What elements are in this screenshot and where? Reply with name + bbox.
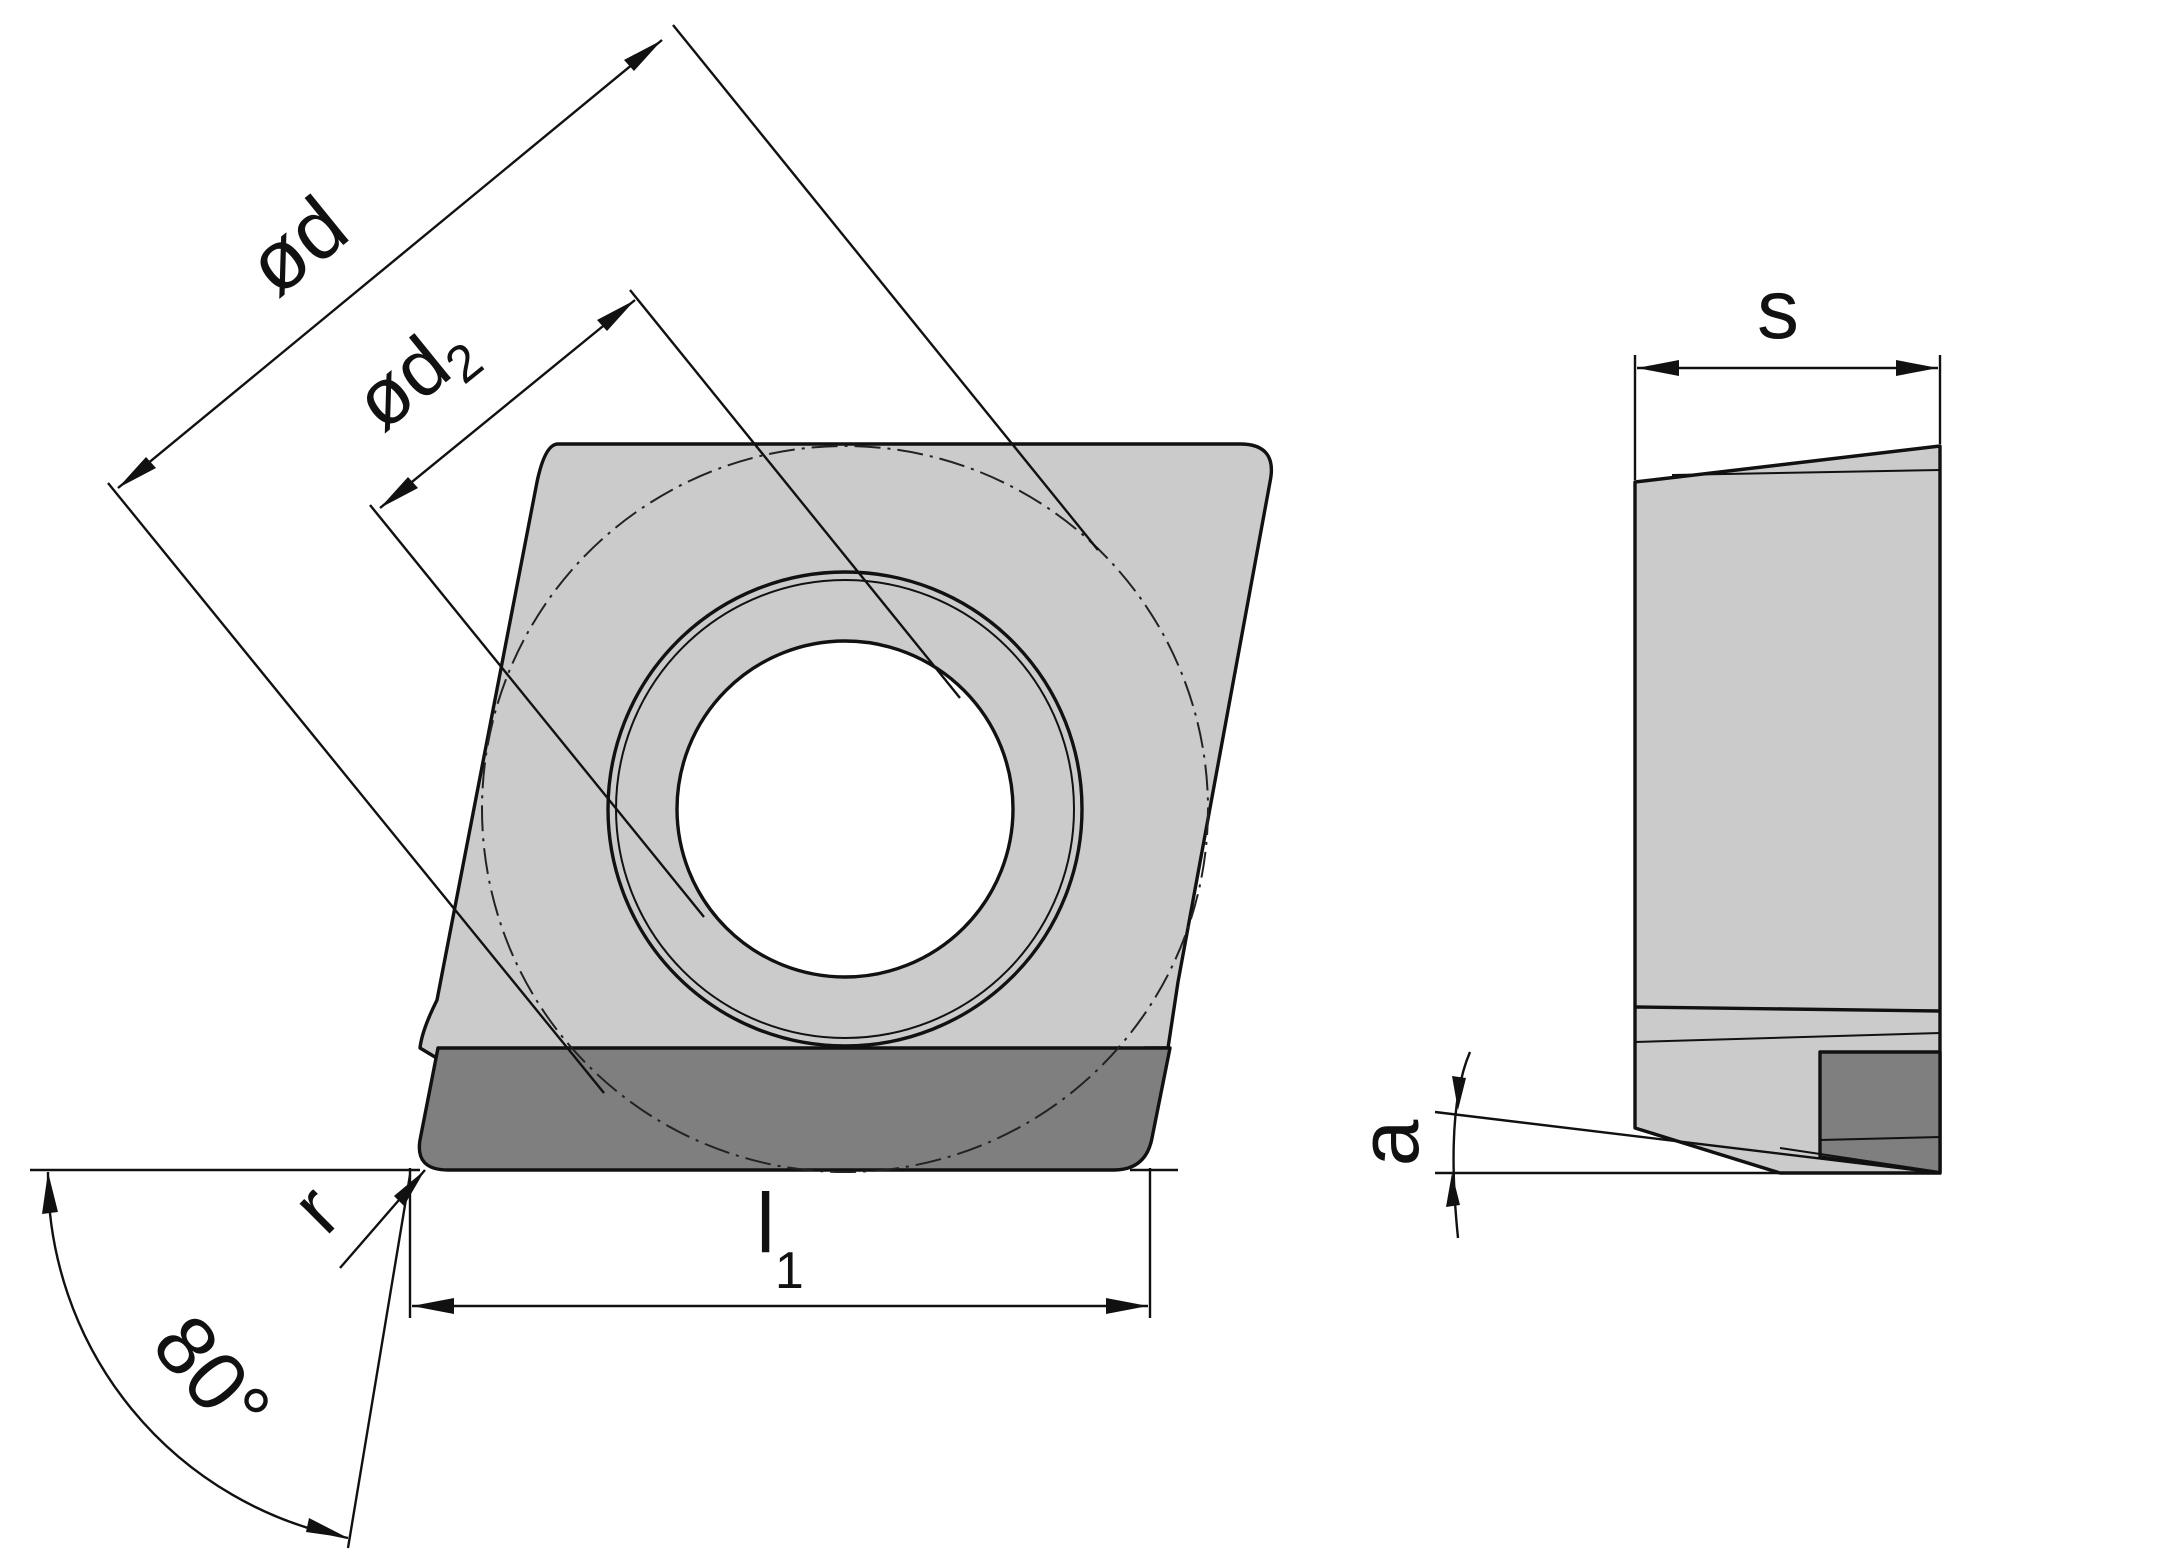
- thickness-label: s: [1757, 262, 1799, 356]
- dimension-clearance-angle: [1434, 1051, 1941, 1239]
- clearance-angle-label: a: [1342, 1119, 1436, 1166]
- dimension-s: [1633, 355, 1942, 480]
- corner-angle-label: 80°: [135, 1297, 289, 1455]
- cutting-tip: [417, 1046, 1172, 1172]
- diameter-d-label: ød: [229, 178, 364, 313]
- diameter-d2-main: ød: [337, 319, 466, 447]
- corner-radius-label: r: [275, 1168, 357, 1250]
- side-braze-line-mid: [1634, 1032, 1941, 1043]
- front-view: [417, 442, 1273, 1173]
- length-l1-label: l1: [756, 1176, 804, 1300]
- side-braze-line-upper: [1634, 1005, 1941, 1013]
- side-cutting-tip: [1818, 1050, 1942, 1175]
- dimension-angle-80: [30, 1168, 420, 1549]
- dimension-d: [107, 24, 1099, 1094]
- diameter-d2-label: ød2: [337, 301, 494, 454]
- side-view: [1633, 444, 1942, 1175]
- center-hole: [675, 639, 1015, 979]
- side-top-chamfer-line: [1671, 469, 1941, 476]
- dimension-d2: [369, 289, 961, 918]
- dimension-r: [339, 1169, 426, 1269]
- inscribed-circle: [481, 445, 1209, 1173]
- length-l1-main: l: [756, 1176, 775, 1270]
- dimension-l1: [408, 1168, 1178, 1318]
- length-l1-subscript: 1: [775, 1242, 804, 1300]
